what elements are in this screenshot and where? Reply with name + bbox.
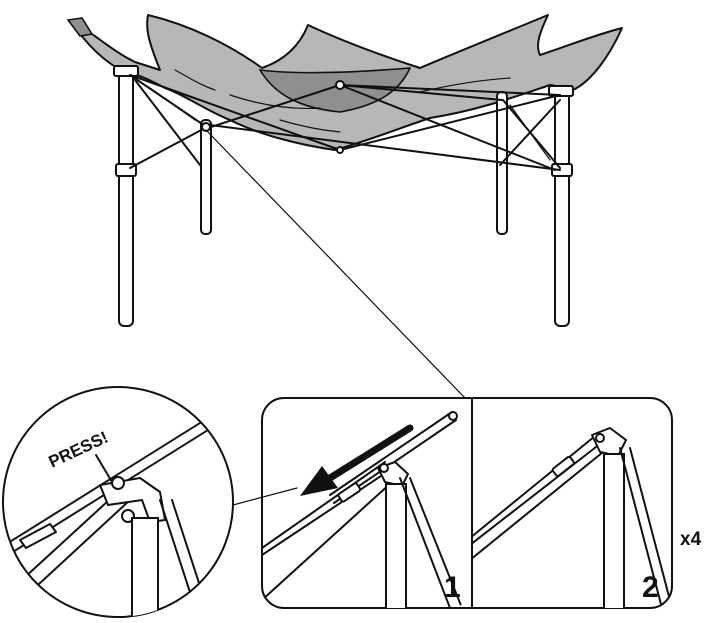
scissor-struts [129, 74, 561, 171]
pivot-front-center [336, 146, 344, 154]
leg-back-left [200, 119, 212, 235]
leg-front-left [118, 69, 134, 327]
canopy-corner-tip [66, 17, 94, 37]
corner-cap-left [113, 65, 139, 77]
callout-line-detail [205, 129, 466, 399]
leg-front-right [554, 91, 570, 327]
canopy-frame-illustration [66, 14, 623, 327]
step-panels: 1 2 [261, 397, 673, 609]
step-panel-1 [262, 411, 463, 608]
press-pointer [95, 454, 113, 483]
slider-front-right [551, 163, 573, 177]
step-panel-2 [472, 427, 672, 608]
pivot-back-left [201, 122, 211, 132]
center-pivot [335, 80, 345, 90]
steps-frame [261, 397, 673, 609]
step-2-number: 2 [642, 571, 659, 604]
corner-cap-right [548, 85, 574, 97]
arrow-down-left-icon [300, 424, 414, 496]
callout-line-inset [232, 487, 298, 506]
step-1-number: 1 [444, 571, 461, 604]
repeat-count-label: x4 [680, 529, 702, 550]
press-detail-circle: PRESS! [2, 386, 234, 618]
